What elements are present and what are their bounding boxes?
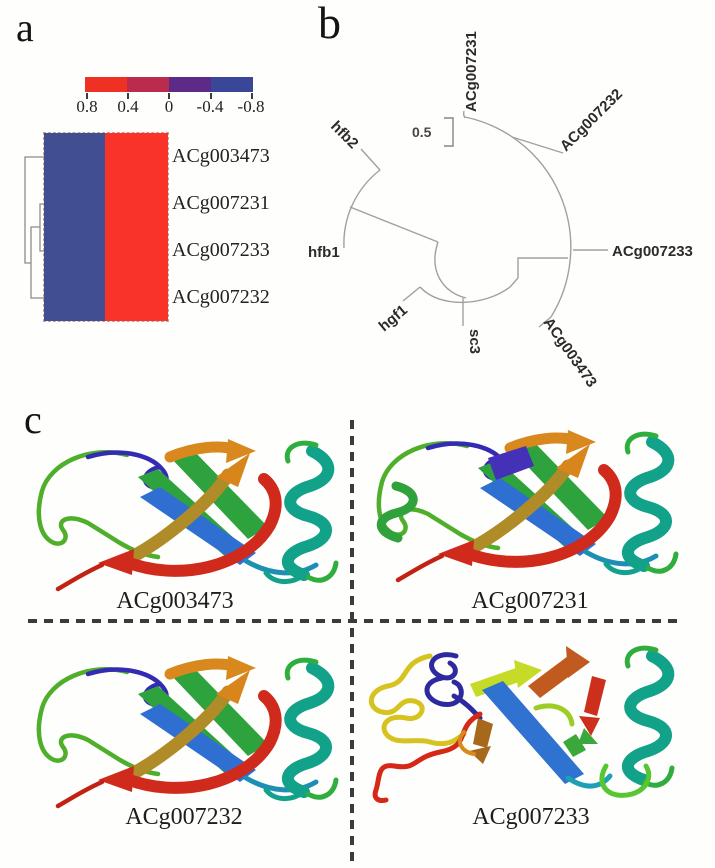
branch-hgf1	[402, 286, 421, 302]
taxon-label-ACg007233: ACg007233	[612, 243, 693, 260]
colorbar-tick-label: -0.4	[196, 97, 224, 116]
taxon-label-hgf1: hgf1	[376, 302, 411, 335]
heatmap-column-blue	[44, 133, 105, 321]
branch-ACg007231	[462, 110, 466, 119]
colorbar-segment-blue	[211, 77, 253, 92]
colorbar-tick	[251, 93, 253, 99]
taxon-label-ACg003473: ACg003473	[540, 315, 600, 391]
colorbar-tick	[210, 93, 212, 99]
taxon-label-hfb1: hfb1	[308, 244, 340, 261]
scale-bar-bracket	[444, 117, 454, 147]
inner-step	[517, 257, 568, 278]
green-left-helix	[376, 481, 418, 543]
dendrogram-lines	[24, 156, 44, 299]
panel-a-letter: a	[16, 5, 34, 50]
panel-c-horizontal-divider	[28, 619, 683, 623]
taxon-label-sc3: sc3	[466, 329, 483, 354]
panel-c-vertical-divider	[350, 420, 354, 866]
colorbar-segment-red	[85, 77, 127, 92]
colorbar-tick-label: 0.8	[76, 97, 98, 116]
structure-label: ACg007232	[125, 804, 243, 830]
inner-arc	[419, 277, 519, 304]
hfb-arc	[343, 169, 381, 249]
panel-c-letter: c	[24, 397, 42, 442]
hfb-clade-radial	[349, 206, 439, 243]
heatmap-row-label: ACg007232	[172, 286, 270, 308]
tree-branches	[343, 110, 608, 328]
heatmap-column-red	[105, 133, 168, 321]
colorbar	[85, 77, 253, 92]
root-hub-arc	[434, 241, 467, 299]
taxon-label-ACg007232: ACg007232	[557, 86, 626, 155]
taxon-label-ACg007231: ACg007231	[463, 31, 480, 112]
colorbar-segment-crimson	[127, 77, 169, 92]
colorbar-tick	[168, 93, 170, 99]
structure-label: ACg007233	[472, 804, 590, 830]
colorbar-tick-label: 0	[164, 97, 174, 116]
heatmap	[43, 132, 169, 322]
taxon-label-hfb2: hfb2	[327, 118, 361, 152]
structure-label: ACg007231	[471, 588, 589, 614]
scale-bar-label: 0.5	[412, 124, 432, 140]
colorbar-tick-label: -0.8	[237, 97, 265, 116]
structure-label: ACg003473	[116, 588, 234, 614]
branch-hfb2	[360, 148, 381, 171]
heatmap-row-label: ACg003473	[172, 145, 270, 167]
branch-ACg007232	[511, 136, 564, 154]
colorbar-tick	[127, 93, 129, 99]
branch-ACg003473	[538, 316, 552, 328]
protein-structure-ACg007231	[362, 416, 692, 586]
circular-phylogenetic-tree: 0.5 ACg007231 ACg007232 ACg007233 ACg003…	[308, 31, 693, 391]
heatmap-row-label: ACg007233	[172, 239, 270, 261]
protein-structure-ACg007233	[360, 634, 690, 809]
panel-b-letter: b	[318, 0, 341, 48]
colorbar-tick	[86, 93, 88, 99]
colorbar-segment-purple	[169, 77, 211, 92]
protein-structure-ACg003473	[22, 425, 352, 595]
heatmap-row-label: ACg007231	[172, 192, 270, 214]
acg-clade-arc	[464, 116, 572, 318]
row-dendrogram	[24, 156, 44, 299]
colorbar-tick-label: 0.4	[117, 97, 139, 116]
protein-structure-ACg007232	[22, 642, 352, 812]
indigo-ribbon	[488, 446, 534, 480]
